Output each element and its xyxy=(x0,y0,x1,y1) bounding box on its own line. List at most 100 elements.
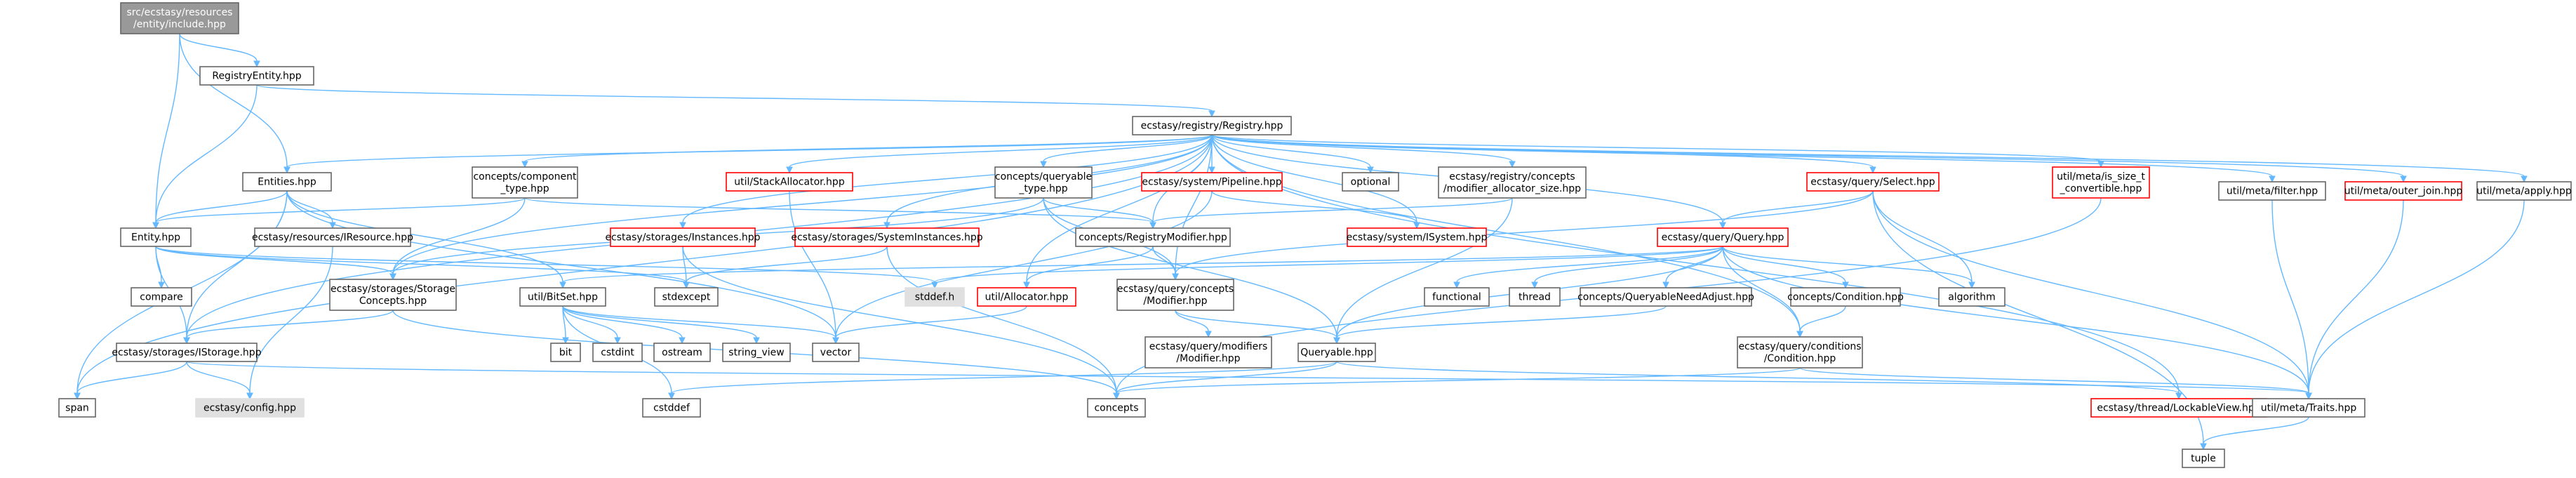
node-compcomponent[interactable]: concepts/component_type.hpp xyxy=(472,166,578,199)
node-conccondition[interactable]: concepts/Condition.hpp xyxy=(1787,287,1904,307)
node-label: stdexcept xyxy=(662,292,711,303)
node-query[interactable]: ecstasy/query/Query.hpp xyxy=(1657,227,1789,247)
node-apply[interactable]: util/meta/apply.hpp xyxy=(2476,181,2572,201)
edge-registry-to-instances xyxy=(679,134,1213,230)
node-filter[interactable]: util/meta/filter.hpp xyxy=(2218,181,2326,201)
node-tuple[interactable]: tuple xyxy=(2182,449,2225,468)
node-ostream[interactable]: ostream xyxy=(653,343,711,362)
edge-entity-to-stddefh xyxy=(155,246,938,289)
node-label: util/Allocator.hpp xyxy=(985,292,1069,303)
edge-stackalloc-to-vector xyxy=(789,190,839,345)
edge-root-to-entity xyxy=(152,33,180,230)
node-label: ecstasy/storages/Storage xyxy=(331,284,455,295)
node-regentity[interactable]: RegistryEntity.hpp xyxy=(199,66,314,86)
node-instances[interactable]: ecstasy/storages/Instances.hpp xyxy=(605,227,761,247)
node-span[interactable]: span xyxy=(58,398,96,418)
node-config[interactable]: ecstasy/config.hpp xyxy=(195,398,305,418)
node-select[interactable]: ecstasy/query/Select.hpp xyxy=(1806,172,1940,192)
edge-storageconcepts-to-istorage xyxy=(183,310,394,345)
edge-apply-to-traits xyxy=(2305,199,2525,400)
edge-query-to-functional xyxy=(1453,246,1723,289)
node-optional[interactable]: optional xyxy=(1342,172,1399,192)
node-issizet[interactable]: util/meta/is_size_t_convertible.hpp xyxy=(2052,166,2150,199)
node-iresource[interactable]: ecstasy/resources/IResource.hpp xyxy=(252,227,413,247)
edge-query-to-stddefh xyxy=(931,246,1723,289)
node-label: stddef.h xyxy=(915,292,954,303)
edge-conccondition-to-qcondition xyxy=(1796,305,1846,338)
edge-entity-to-storageconcepts xyxy=(155,246,396,281)
edge-qconceptsmod-to-qmodmodifier xyxy=(1175,310,1212,338)
edge-layer xyxy=(74,33,2528,451)
node-stddefh[interactable]: stddef.h xyxy=(905,287,965,307)
edge-istorage-to-config xyxy=(186,361,253,400)
node-label: Queryable.hpp xyxy=(1300,347,1373,359)
edge-registry-to-compcomponent xyxy=(521,134,1213,168)
node-cstdint[interactable]: cstdint xyxy=(592,343,643,362)
node-thread[interactable]: thread xyxy=(1509,287,1561,307)
node-label: tuple xyxy=(2191,453,2216,465)
node-label: algorithm xyxy=(1948,292,1996,303)
node-cstddef[interactable]: cstddef xyxy=(642,398,701,418)
edge-registry-to-stackalloc xyxy=(786,134,1213,174)
edge-regentity-to-entity xyxy=(152,84,258,230)
node-functional[interactable]: functional xyxy=(1424,287,1490,307)
edge-registry-to-modalloc xyxy=(1211,134,1516,168)
edge-pipeline-to-isystem xyxy=(1211,190,1420,230)
node-qcondition[interactable]: ecstasy/query/conditions/Condition.hpp xyxy=(1737,336,1863,369)
node-outerjoin[interactable]: util/meta/outer_join.hpp xyxy=(2344,181,2463,201)
node-sysinstances[interactable]: ecstasy/storages/SystemInstances.hpp xyxy=(791,227,983,247)
node-needadjust[interactable]: concepts/QueryableNeedAdjust.hpp xyxy=(1577,287,1754,307)
node-label: /Condition.hpp xyxy=(1764,353,1836,364)
node-label: ecstasy/storages/Instances.hpp xyxy=(605,232,760,244)
node-entities[interactable]: Entities.hpp xyxy=(242,172,332,192)
node-label: Entities.hpp xyxy=(258,177,316,188)
node-lockable[interactable]: ecstasy/thread/LockableView.hpp xyxy=(2090,398,2267,418)
node-pipeline[interactable]: ecstasy/system/Pipeline.hpp xyxy=(1141,172,1283,192)
edge-iresource-to-config xyxy=(246,246,333,400)
node-stdexcept[interactable]: stdexcept xyxy=(654,287,719,307)
node-label: functional xyxy=(1432,292,1481,303)
node-regmodifier[interactable]: concepts/RegistryModifier.hpp xyxy=(1075,227,1231,247)
node-qmodmodifier[interactable]: ecstasy/query/modifiers/Modifier.hpp xyxy=(1144,336,1272,369)
node-label: ecstasy/registry/concepts xyxy=(1449,171,1575,182)
node-traits[interactable]: util/meta/Traits.hpp xyxy=(2252,398,2365,418)
node-entity[interactable]: Entity.hpp xyxy=(120,227,192,247)
edge-outerjoin-to-traits xyxy=(2305,199,2404,400)
node-label: optional xyxy=(1351,177,1391,188)
edge-sysinstances-to-stdexcept xyxy=(683,246,888,289)
node-label: src/ecstasy/resources xyxy=(127,7,233,18)
node-label: ecstasy/registry/Registry.hpp xyxy=(1141,121,1283,132)
node-concepts[interactable]: concepts xyxy=(1087,398,1146,418)
node-label: ecstasy/query/conditions xyxy=(1738,341,1861,352)
edge-root-to-entities xyxy=(179,33,291,174)
edge-root-to-regentity xyxy=(179,33,260,68)
edge-registry-to-issizet xyxy=(1211,134,2104,168)
edge-qcondition-to-traits xyxy=(1799,367,2312,400)
node-algorithm[interactable]: algorithm xyxy=(1938,287,2006,307)
node-label: concepts/Condition.hpp xyxy=(1787,292,1904,303)
node-registry[interactable]: ecstasy/registry/Registry.hpp xyxy=(1132,116,1292,135)
edge-registry-to-apply xyxy=(1211,134,2528,183)
node-label: util/meta/outer_join.hpp xyxy=(2344,186,2463,197)
edge-entity-to-compare xyxy=(155,246,165,289)
edge-queryable-to-lockable xyxy=(1336,361,2182,400)
node-queryable_type[interactable]: concepts/queryable_type.hpp xyxy=(994,166,1093,199)
node-stringview[interactable]: string_view xyxy=(722,343,791,362)
edge-compcomponent-to-regmodifier xyxy=(524,197,1156,230)
node-modalloc[interactable]: ecstasy/registry/concepts/modifier_alloc… xyxy=(1438,166,1587,199)
node-bitset[interactable]: util/BitSet.hpp xyxy=(519,287,606,307)
node-vector[interactable]: vector xyxy=(812,343,860,362)
node-label: Entity.hpp xyxy=(131,232,180,244)
node-bit[interactable]: bit xyxy=(550,343,581,362)
node-label: ecstasy/query/concepts xyxy=(1117,284,1234,295)
node-stackalloc[interactable]: util/StackAllocator.hpp xyxy=(726,172,853,192)
node-qconceptsmod[interactable]: ecstasy/query/concepts/Modifier.hpp xyxy=(1116,279,1234,311)
node-queryable[interactable]: Queryable.hpp xyxy=(1297,343,1376,362)
node-label: bit xyxy=(559,347,573,359)
node-isystem[interactable]: ecstasy/system/ISystem.hpp xyxy=(1347,227,1488,247)
node-allocator[interactable]: util/Allocator.hpp xyxy=(977,287,1076,307)
node-istorage[interactable]: ecstasy/storages/IStorage.hpp xyxy=(112,343,262,362)
edge-query-to-algorithm xyxy=(1722,246,1975,289)
node-compare[interactable]: compare xyxy=(131,287,192,307)
